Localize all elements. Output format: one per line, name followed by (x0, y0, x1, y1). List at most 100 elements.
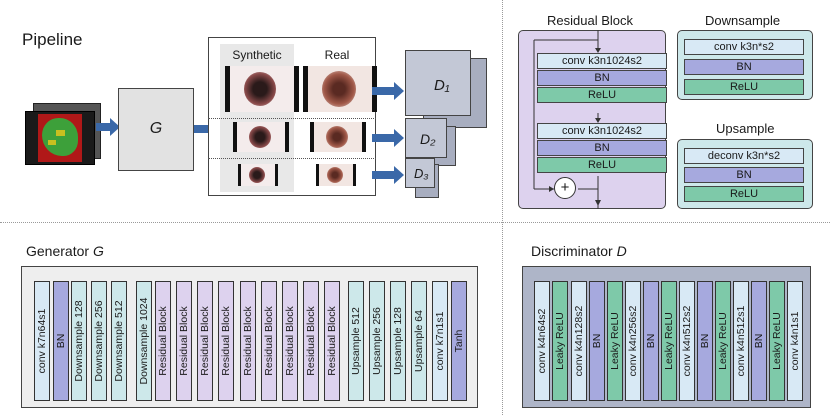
layer-label: BN (699, 333, 711, 349)
gen-layer-18: Upsample 128 (390, 281, 406, 401)
layer-label: conv k4n1s1 (789, 311, 801, 371)
residual-relu-1: ReLU (537, 87, 667, 103)
upsample-deconv: deconv k3n*s2 (684, 148, 804, 164)
gen-layer-19: Upsample 64 (411, 281, 427, 401)
layer-label: Leaky ReLU (609, 312, 621, 370)
generator-title-text: Generator (26, 243, 90, 259)
layer-label: BN (753, 333, 765, 349)
gen-layer-11: Residual Block (240, 281, 256, 401)
gen-layer-10: Residual Block (218, 281, 234, 401)
layer-label: Upsample 512 (350, 307, 362, 375)
d3-label: D₃ (414, 166, 429, 181)
residual-relu-2: ReLU (537, 157, 667, 173)
gen-layer-20: conv k7n1s1 (432, 281, 448, 401)
disc-layer-2: Leaky ReLU (552, 281, 568, 401)
generator-label: G (149, 120, 163, 137)
layer-label: Residual Block (242, 306, 254, 376)
downsample-relu: ReLU (684, 79, 804, 95)
gen-layer-13: Residual Block (282, 281, 298, 401)
d2-box: D₂ (405, 118, 447, 158)
layer-label: Downsample 512 (113, 300, 125, 382)
downsample-conv: conv k3n*s2 (684, 39, 804, 55)
layer-label: Upsample 64 (413, 310, 425, 372)
residual-add-node: + (554, 177, 576, 199)
layer-label: Leaky ReLU (771, 312, 783, 370)
disc-layer-1: conv k4n64s2 (534, 281, 550, 401)
downsample-bn: BN (684, 59, 804, 75)
layer-label: Residual Block (326, 306, 338, 376)
disc-layer-13: BN (751, 281, 767, 401)
gen-layer-4: Downsample 256 (91, 281, 107, 401)
real-image-large (303, 66, 377, 112)
layer-label: Residual Block (178, 306, 190, 376)
add-symbol: + (560, 179, 570, 196)
gen-layer-2: BN (53, 281, 69, 401)
synthetic-image-small (238, 164, 278, 186)
layer-label: Tanh (453, 329, 465, 353)
layer-label: Downsample 1024 (138, 297, 150, 385)
upsample-title: Upsample (716, 121, 775, 136)
generator-title-var: G (92, 243, 104, 259)
layer-label: Downsample 128 (73, 300, 85, 382)
residual-block-title: Residual Block (547, 13, 633, 28)
gen-layer-21: Tanh (451, 281, 467, 401)
layer-label: Residual Block (284, 306, 296, 376)
layer-label: Leaky ReLU (554, 312, 566, 370)
layer-label: conv k7n1s1 (434, 311, 446, 371)
layer-label: Residual Block (305, 306, 317, 376)
vertical-separator (502, 0, 503, 415)
disc-layer-7: BN (643, 281, 659, 401)
upsample-relu: ReLU (684, 186, 804, 202)
layer-label: Upsample 256 (371, 307, 383, 375)
disc-layer-6: conv k4n256s2 (625, 281, 641, 401)
residual-block-connections (533, 30, 601, 209)
d1-label: D₁ (434, 77, 450, 94)
real-image-small (316, 164, 356, 186)
disc-layer-10: BN (697, 281, 713, 401)
gen-layer-6: Downsample 1024 (136, 281, 152, 401)
d2-label: D₂ (420, 131, 436, 147)
layer-label: conv k4n512s1 (735, 305, 747, 377)
layer-label: Leaky ReLU (663, 312, 675, 370)
layer-label: BN (591, 333, 603, 349)
residual-conv-1: conv k3n1024s2 (537, 53, 667, 69)
gen-layer-17: Upsample 256 (369, 281, 385, 401)
d1-box: D₁ (405, 50, 471, 116)
gen-layer-7: Residual Block (155, 281, 171, 401)
discriminator-title-text: Discriminator (531, 243, 613, 259)
layer-label: Residual Block (220, 306, 232, 376)
disc-layer-12: conv k4n512s1 (733, 281, 749, 401)
gen-layer-9: Residual Block (197, 281, 213, 401)
layer-label: conv k4n64s2 (536, 308, 548, 374)
disc-layer-9: conv k4n512s2 (679, 281, 695, 401)
synthetic-image-medium (233, 122, 289, 152)
pipeline-title: Pipeline (22, 30, 83, 49)
discriminator-title: Discriminator D (531, 243, 627, 259)
gen-layer-14: Residual Block (303, 281, 319, 401)
disc-layer-3: conv k4n128s2 (571, 281, 587, 401)
residual-bn-2: BN (537, 140, 667, 156)
real-label: Real (324, 48, 350, 62)
d3-box: D₃ (405, 158, 435, 188)
layer-label: conv k7n64s1 (36, 308, 48, 374)
synthetic-label: Synthetic (232, 48, 282, 62)
layer-label: Residual Block (199, 306, 211, 376)
arrow-to-d2 (372, 129, 404, 147)
arrow-to-d1 (372, 82, 404, 100)
layer-label: Leaky ReLU (717, 312, 729, 370)
layer-label: BN (645, 333, 657, 349)
disc-layer-4: BN (589, 281, 605, 401)
downsample-title: Downsample (705, 13, 781, 28)
horizontal-separator (0, 222, 830, 223)
disc-layer-11: Leaky ReLU (715, 281, 731, 401)
layer-label: conv k4n128s2 (573, 305, 585, 377)
gen-layer-8: Residual Block (176, 281, 192, 401)
gen-layer-15: Residual Block (324, 281, 340, 401)
discriminator-title-var: D (616, 243, 627, 259)
generator-title: Generator G (26, 243, 104, 259)
residual-conv-2: conv k3n1024s2 (537, 123, 667, 139)
layer-label: conv k4n512s2 (681, 305, 693, 377)
real-image-medium (310, 122, 366, 152)
layer-label: Residual Block (263, 306, 275, 376)
synthetic-image-large (225, 66, 299, 112)
